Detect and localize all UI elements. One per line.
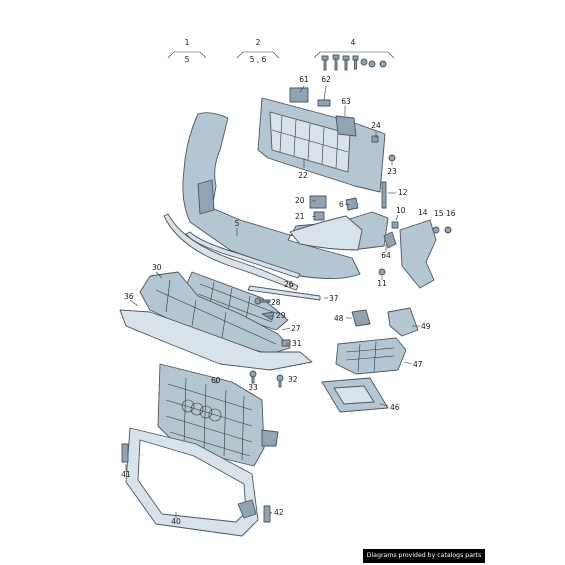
bracket-48 bbox=[351, 309, 371, 327]
group-sub: 5 , 6 bbox=[250, 55, 267, 64]
fog-frame-46 bbox=[321, 377, 389, 413]
label-30: 30 bbox=[152, 263, 162, 272]
part-labels: 61 62 63 24 22 23 12 20 6 21 10 14 15 16… bbox=[121, 75, 456, 526]
clip-41 bbox=[121, 443, 129, 463]
label-27: 27 bbox=[291, 324, 301, 333]
spoiler-36 bbox=[119, 309, 313, 371]
trim-strips bbox=[163, 213, 321, 301]
group-header-4: 4 bbox=[313, 38, 395, 59]
label-28: 28 bbox=[271, 298, 281, 307]
group-header-2: 2 5 , 6 bbox=[236, 38, 280, 64]
label-5: 5 bbox=[235, 219, 240, 228]
group-number: 1 bbox=[185, 38, 190, 47]
label-14: 14 bbox=[418, 208, 428, 217]
label-60: 60 bbox=[211, 376, 221, 385]
label-48: 48 bbox=[334, 314, 344, 323]
label-20: 20 bbox=[295, 196, 305, 205]
label-40: 40 bbox=[171, 517, 181, 526]
label-22: 22 bbox=[298, 171, 308, 180]
label-46: 46 bbox=[390, 403, 400, 412]
label-24: 24 bbox=[371, 121, 381, 130]
label-36: 36 bbox=[124, 292, 134, 301]
label-16: 16 bbox=[446, 209, 456, 218]
credit-badge: Diagrams provided by catalogs parts bbox=[363, 549, 485, 563]
grille-carrier-22 bbox=[257, 87, 396, 221]
label-42: 42 bbox=[274, 508, 284, 517]
leader-lines bbox=[125, 85, 420, 518]
brand-rings bbox=[181, 399, 222, 422]
label-11: 11 bbox=[377, 279, 387, 288]
label-41: 41 bbox=[121, 470, 131, 479]
hardware-set bbox=[321, 54, 387, 71]
bumper-cover-5 bbox=[182, 112, 389, 279]
label-37: 37 bbox=[329, 294, 339, 303]
label-63: 63 bbox=[341, 97, 351, 106]
group-number: 4 bbox=[351, 38, 356, 47]
group-number: 2 bbox=[256, 38, 261, 47]
cover-49 bbox=[387, 307, 419, 337]
group-sub: 5 bbox=[185, 55, 190, 64]
label-15: 15 bbox=[434, 209, 444, 218]
label-62: 62 bbox=[321, 75, 331, 84]
fasteners bbox=[249, 297, 291, 388]
label-23: 23 bbox=[387, 167, 397, 176]
group-header-1: 1 5 bbox=[167, 38, 207, 64]
clip-42 bbox=[263, 505, 271, 523]
grille-frame-40 bbox=[125, 427, 259, 537]
label-10: 10 bbox=[396, 206, 406, 215]
label-61: 61 bbox=[299, 75, 309, 84]
fog-grille-47 bbox=[335, 337, 407, 375]
label-33: 33 bbox=[248, 383, 258, 392]
side-bracket-14 bbox=[378, 219, 452, 289]
label-47: 47 bbox=[413, 360, 423, 369]
lower-carrier-30 bbox=[139, 271, 291, 355]
label-49: 49 bbox=[421, 322, 431, 331]
radiator-grille-60 bbox=[157, 363, 279, 467]
label-31: 31 bbox=[292, 339, 302, 348]
label-21: 21 bbox=[295, 212, 305, 221]
label-6: 6 bbox=[339, 200, 344, 209]
label-32: 32 bbox=[288, 375, 298, 384]
label-29: 29 bbox=[276, 311, 286, 320]
label-26: 26 bbox=[284, 280, 294, 289]
label-12: 12 bbox=[398, 188, 408, 197]
label-64: 64 bbox=[381, 251, 391, 260]
